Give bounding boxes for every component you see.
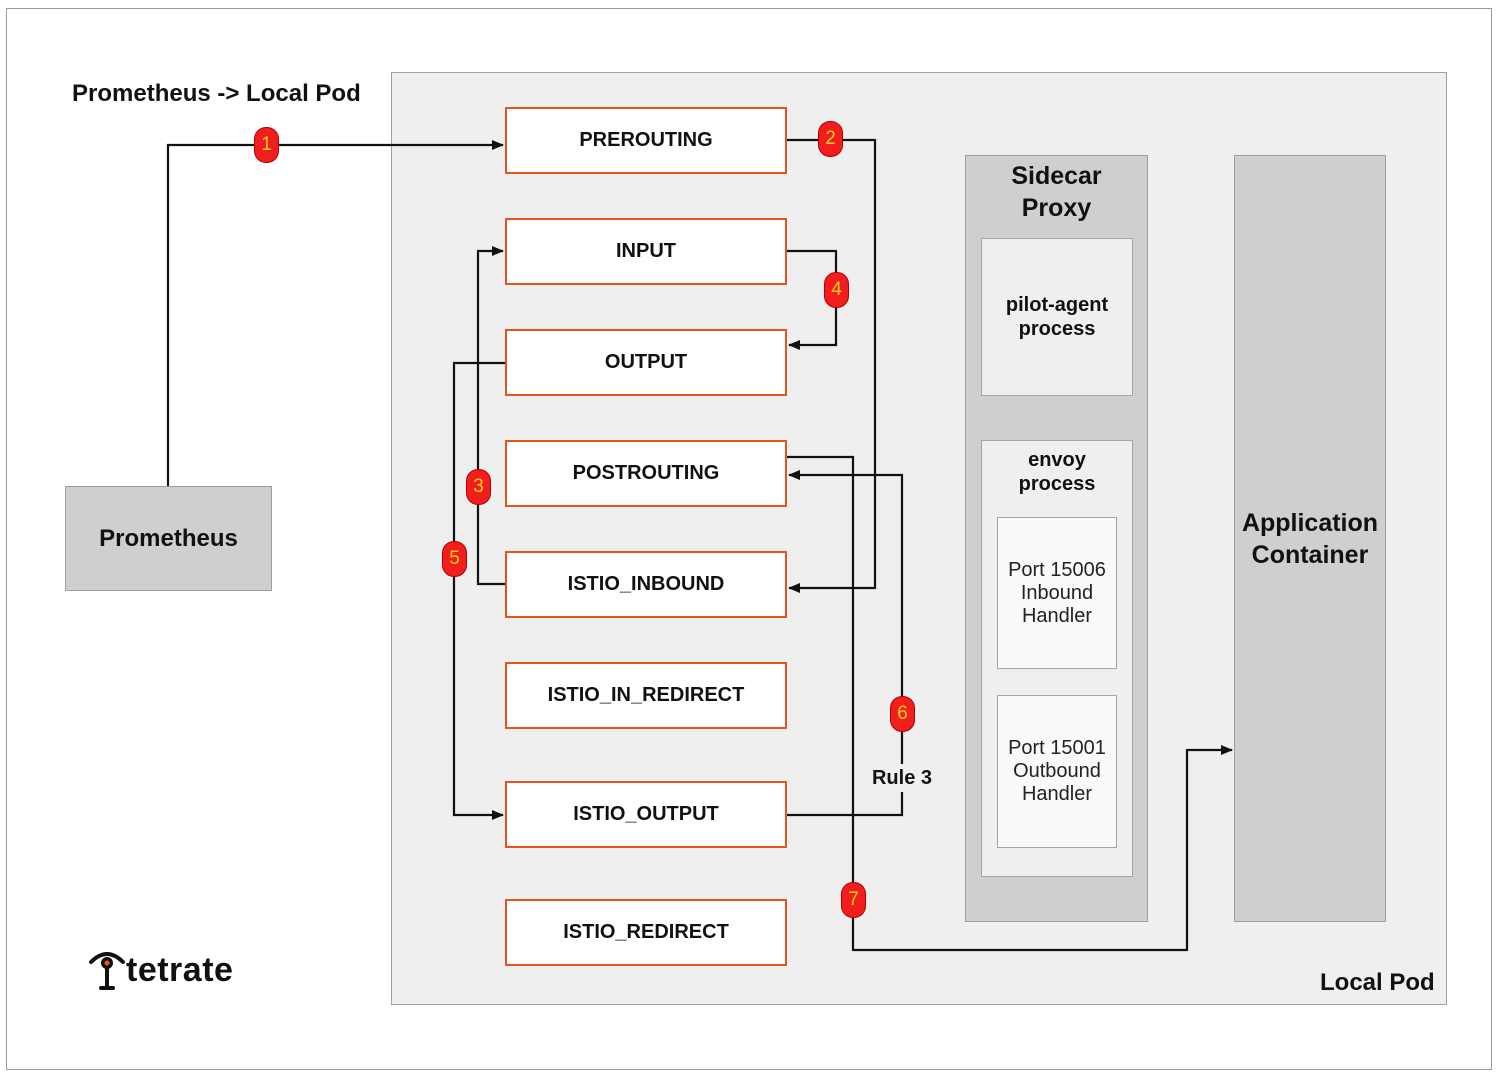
envoy-process-label: envoy process <box>1018 449 1096 495</box>
chain-istio-output: ISTIO_OUTPUT <box>505 781 787 848</box>
chain-input: INPUT <box>505 218 787 285</box>
step-badge-3: 3 <box>466 469 491 505</box>
step-badge-2: 2 <box>818 121 843 157</box>
diagram-title: Prometheus -> Local Pod <box>72 80 361 107</box>
step-badge-1: 1 <box>254 127 279 163</box>
chain-istio-in-redirect: ISTIO_IN_REDIRECT <box>505 662 787 729</box>
rule-3-label: Rule 3 <box>866 764 938 792</box>
connector-1-prometheus-to-prerouting <box>166 140 504 486</box>
prometheus-box: Prometheus <box>65 486 272 591</box>
application-container-box: Application Container <box>1234 155 1386 922</box>
tetrate-logo-icon <box>89 952 125 990</box>
step-badge-6: 6 <box>890 696 915 732</box>
tetrate-wordmark: tetrate <box>126 950 234 989</box>
local-pod-label: Local Pod <box>1320 969 1435 996</box>
connector-2-prerouting-to-istio-inbound <box>787 138 877 593</box>
sidecar-proxy-title: Sidecar Proxy <box>1011 162 1102 222</box>
chain-prerouting: PREROUTING <box>505 107 787 174</box>
tetrate-logo: tetrate <box>88 948 233 992</box>
pilot-agent-label: pilot-agent process <box>1005 294 1109 340</box>
outbound-handler-box: Port 15001 Outbound Handler <box>997 695 1117 848</box>
connector-5-output-to-istio-output <box>452 361 505 820</box>
step-badge-4: 4 <box>824 272 849 308</box>
connector-7-postrouting-to-application <box>787 455 1233 952</box>
prometheus-label: Prometheus <box>99 524 238 552</box>
chain-istio-inbound: ISTIO_INBOUND <box>505 551 787 618</box>
connector-3-istio-inbound-to-input <box>476 246 505 586</box>
inbound-handler-box: Port 15006 Inbound Handler <box>997 517 1117 669</box>
step-badge-5: 5 <box>442 541 467 577</box>
chain-output: OUTPUT <box>505 329 787 396</box>
connector-6-istio-output-to-postrouting <box>787 470 904 817</box>
chain-istio-redirect: ISTIO_REDIRECT <box>505 899 787 966</box>
diagram-frame <box>6 8 1492 1070</box>
step-badge-7: 7 <box>841 882 866 918</box>
chain-postrouting: POSTROUTING <box>505 440 787 507</box>
pilot-agent-box <box>981 238 1133 396</box>
